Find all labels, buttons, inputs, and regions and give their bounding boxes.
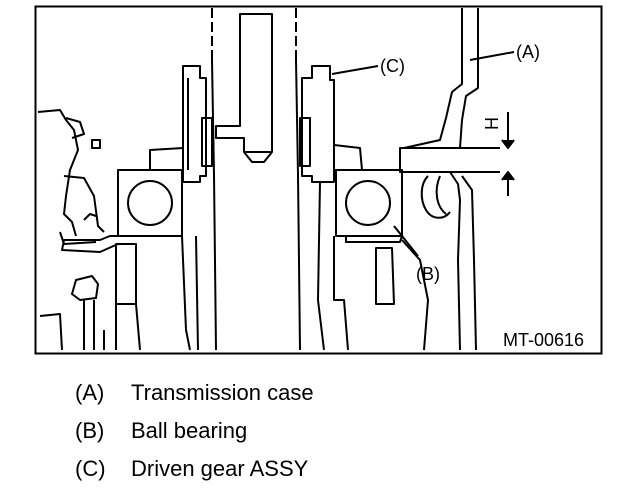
ball-bearing: [335, 169, 403, 305]
legend: (A) Transmission case (B) Ball bearing (…: [75, 380, 575, 494]
shaft-centerline: [211, 8, 301, 351]
callout-b: (B): [416, 264, 440, 284]
legend-text: Transmission case: [131, 380, 314, 405]
legend-row-a: (A) Transmission case: [75, 380, 575, 418]
callout-a: (A): [516, 42, 540, 62]
legend-key: (A): [75, 380, 105, 405]
leader-a: [469, 51, 515, 61]
figure-code: MT-00616: [503, 330, 584, 350]
driven-gear-right: [299, 65, 363, 183]
left-parts: [37, 109, 349, 351]
figure-frame: [34, 5, 603, 355]
dimension-h-label: H: [482, 117, 502, 130]
bearing-diagram: (A) (C) (B) H MT-00616: [34, 5, 603, 355]
legend-key: (C): [75, 456, 106, 481]
shift-rod: [215, 13, 273, 163]
legend-row-b: (B) Ball bearing: [75, 418, 575, 456]
legend-text: Driven gear ASSY: [131, 456, 309, 481]
leader-b: [393, 225, 419, 257]
callout-c: (C): [380, 56, 405, 76]
legend-text: Ball bearing: [131, 418, 248, 443]
driven-gear-left: [149, 65, 213, 183]
legend-key: (B): [75, 418, 105, 443]
bearing-left: [61, 169, 183, 305]
legend-row-c: (C) Driven gear ASSY: [75, 456, 575, 494]
dimension-h: [501, 112, 515, 196]
leader-c: [331, 65, 379, 75]
transmission-case: [399, 8, 500, 351]
